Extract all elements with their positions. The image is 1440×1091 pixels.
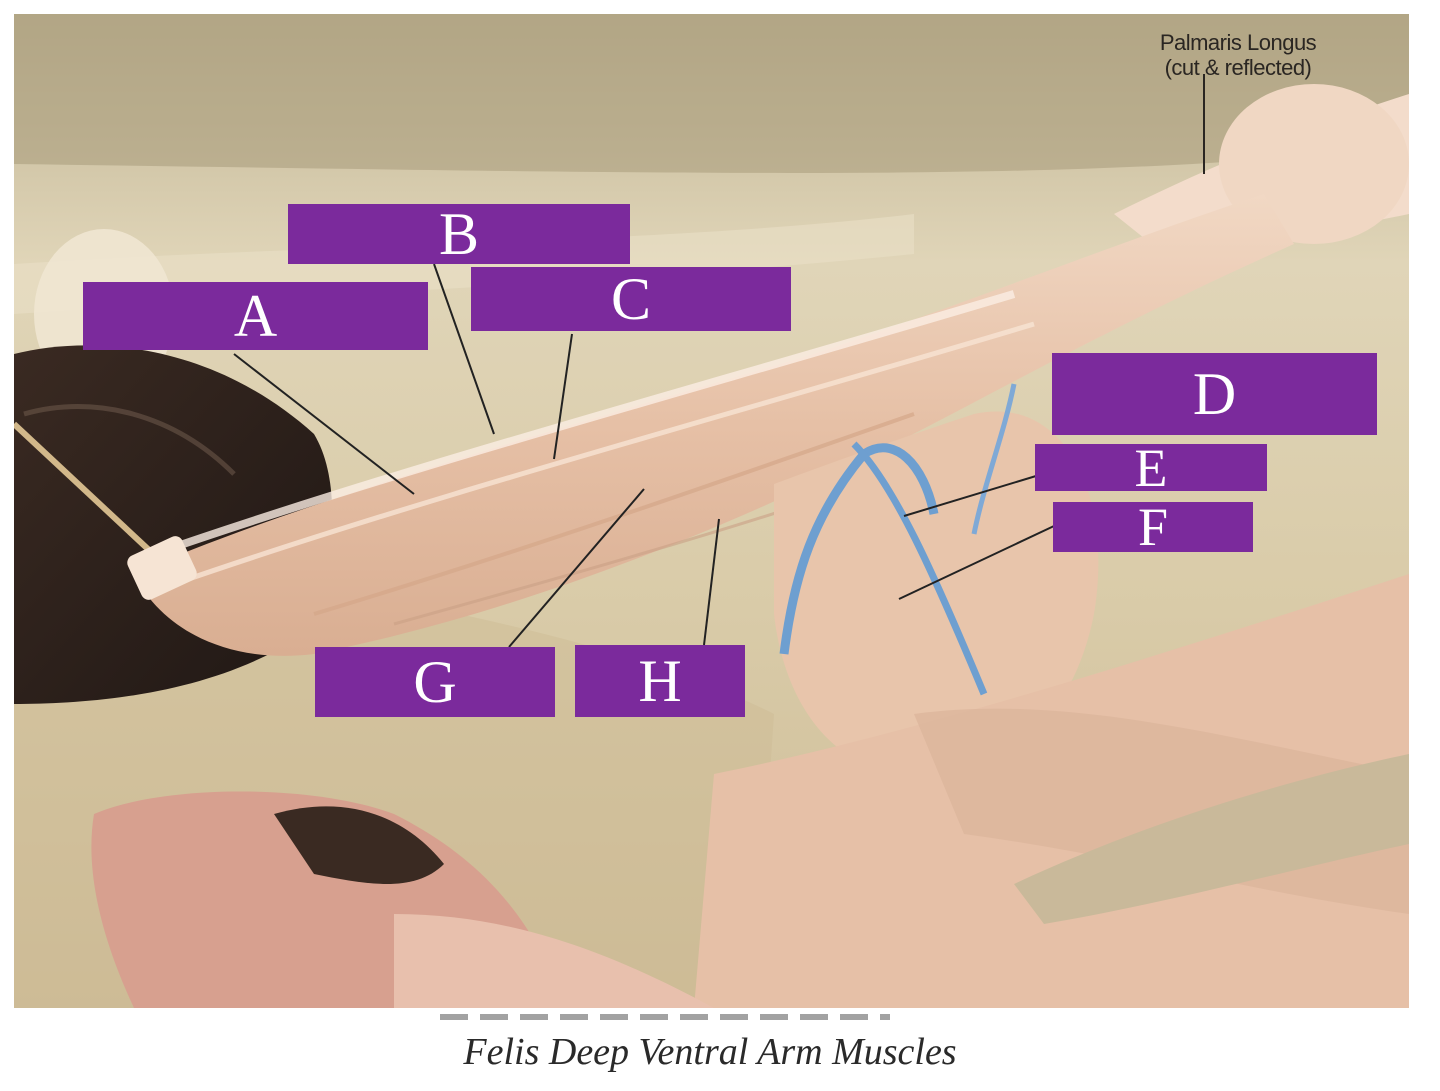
pointer-c xyxy=(553,333,573,460)
palmaris-longus-annotation: Palmaris Longus (cut & reflected) xyxy=(1128,30,1348,80)
label-f: F xyxy=(1053,500,1253,554)
label-b: B xyxy=(288,204,630,264)
dissection-photo xyxy=(14,14,1409,1008)
annotation-line-2: (cut & reflected) xyxy=(1164,55,1312,80)
tray-rim xyxy=(14,14,1409,173)
pointer-h xyxy=(703,518,720,646)
muscle-band-2 xyxy=(173,321,1035,587)
label-a: A xyxy=(83,282,428,350)
label-c: C xyxy=(471,267,791,331)
pointer-a xyxy=(233,353,415,495)
annotation-line-1: Palmaris Longus xyxy=(1159,30,1317,55)
cut-tendon-end xyxy=(127,536,197,600)
label-g: G xyxy=(315,647,555,717)
label-h: H xyxy=(575,645,745,717)
vein-1 xyxy=(779,443,939,655)
forearm-muscle-mass xyxy=(134,194,1294,656)
label-e: E xyxy=(1035,441,1267,495)
pointer-e xyxy=(903,475,1037,517)
vein-3 xyxy=(971,383,1017,535)
cat-head-fur xyxy=(274,806,444,884)
pointer-lines xyxy=(233,263,1055,648)
pointer-f xyxy=(898,525,1055,600)
figure-caption: Felis Deep Ventral Arm Muscles xyxy=(463,1031,957,1073)
retractor xyxy=(1014,754,1409,924)
label-d: D xyxy=(1052,353,1377,435)
muscle-band-1 xyxy=(152,290,1016,558)
clipped-text-fragment xyxy=(440,1008,890,1022)
upper-arm-mass xyxy=(774,411,1099,774)
vein-2 xyxy=(851,441,988,696)
fur-left-highlight xyxy=(23,404,236,476)
pointer-g xyxy=(508,488,645,648)
cat-neck-skin xyxy=(394,914,714,1008)
muscle-band-3 xyxy=(313,412,915,616)
pointer-b xyxy=(433,263,495,435)
probe-stick xyxy=(14,421,167,567)
